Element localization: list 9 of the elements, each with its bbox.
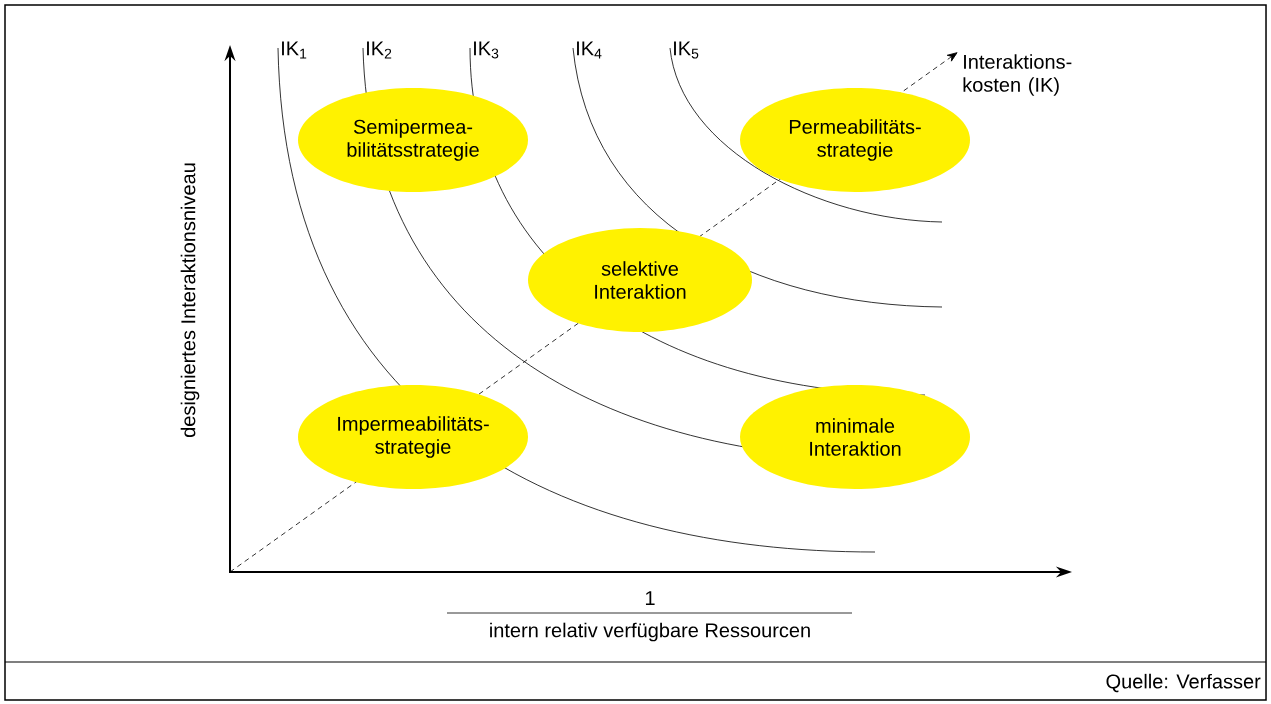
curve-label: IK$_{1}$ [282,41,307,59]
curve-label: IK$_{2}$ [367,41,392,59]
fraction-numerator: 1 [645,591,655,605]
curve-label: IK$_{4}$ [577,41,602,59]
caption: Quelle: Verfasser [1106,673,1261,693]
axis-label: designiertes Interaktionsniveau [180,163,200,437]
axis-label: intern relativ verfügbare Ressourcen [490,622,810,642]
curve-label: IK$_{5}$ [674,41,699,59]
curve-label: IK$_{3}$ [474,41,499,59]
